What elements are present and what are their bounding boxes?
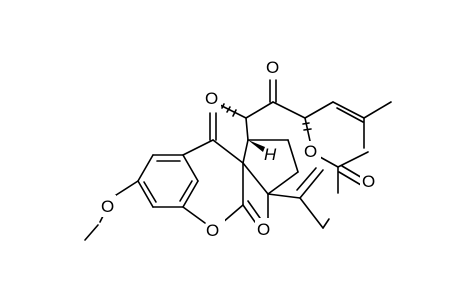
- lactone-ring-oxygen: O: [206, 221, 219, 240]
- atom-labels: O O O O O O O H: [98, 55, 378, 240]
- lactone-carbonyl: [242, 200, 261, 223]
- ketone-oxygen-top: O: [266, 58, 279, 77]
- methoxy-oxygen: O: [101, 197, 114, 216]
- acetate-ester-oxygen: O: [304, 142, 317, 161]
- lactone-carbonyl-oxygen: O: [257, 220, 270, 239]
- pyranone-ring: [182, 139, 244, 224]
- chromanone-c4-oxygen: O: [205, 89, 218, 108]
- hashed-stereo-bonds: [221, 103, 312, 131]
- benzene-ring: [137, 154, 199, 208]
- cyclopentane-ring: [242, 139, 299, 195]
- c4-carbonyl: [209, 112, 217, 141]
- stereo-hydrogen-wedge: [248, 140, 265, 152]
- side-chain: [215, 79, 392, 149]
- acetate-carbonyl-oxygen: O: [362, 172, 375, 191]
- stereo-hydrogen-label: H: [264, 145, 277, 164]
- methyl-vinyl-substituents: [267, 167, 330, 229]
